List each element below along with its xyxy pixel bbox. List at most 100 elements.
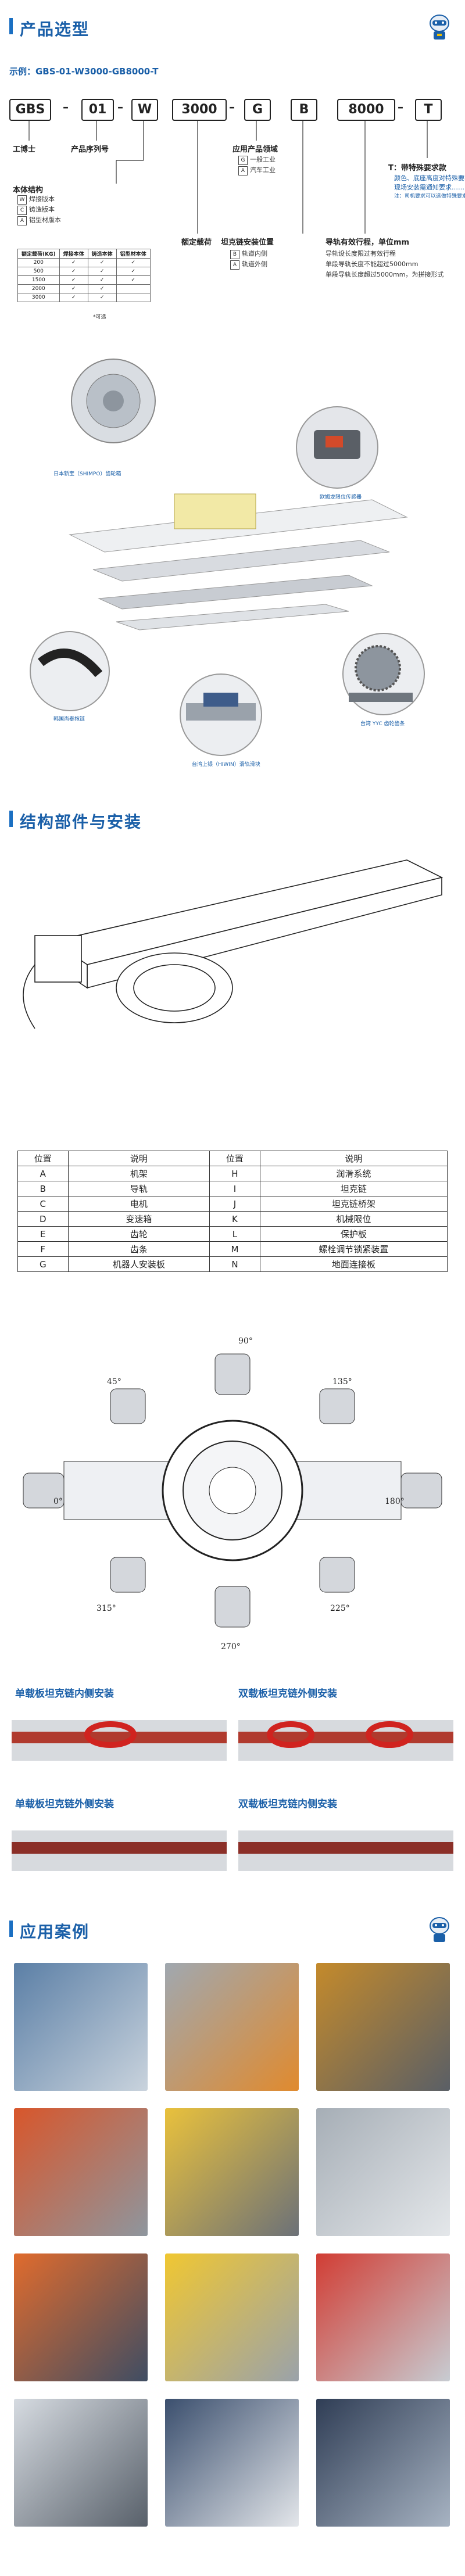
special-note: 颜色、底座高度对特殊要求 <box>394 174 465 182</box>
install-view-image <box>238 1830 453 1871</box>
angle-label: 180° <box>385 1497 405 1506</box>
label-chain-position: 坦克链安装位置 <box>221 238 274 247</box>
travel-note: 导轨设长度限过有效行程 <box>326 250 396 257</box>
dash: – <box>229 100 235 114</box>
case-photo <box>14 2108 148 2236</box>
case-photo <box>165 1963 299 2091</box>
dash: – <box>398 100 403 114</box>
exploded-view-diagram <box>30 359 425 756</box>
parts-header: 说明 <box>67 1151 210 1166</box>
rotation-diagram <box>23 1353 442 1628</box>
table-row: 1500✓✓✓ <box>17 275 151 285</box>
section-title: 产品选型 <box>20 20 90 39</box>
spec-note: *可选 <box>93 314 106 320</box>
angle-label: 135° <box>332 1377 352 1386</box>
code-box: 01 <box>81 99 114 121</box>
install-caption: 双载板坦克链外侧安装 <box>238 1688 337 1700</box>
case-photo <box>316 2108 450 2236</box>
gear-rack-photo <box>342 633 425 715</box>
dash: – <box>117 100 123 114</box>
install-view-image <box>238 1720 453 1761</box>
callout: 台湾上银（HIWIN）滑轨滑块 <box>192 762 260 768</box>
install-view-image <box>12 1830 227 1871</box>
code-box: 8000 <box>337 99 395 121</box>
code-box: B <box>291 99 317 121</box>
code-box: T <box>415 99 442 121</box>
callout: 韩国尚泰拖链 <box>53 716 85 722</box>
label-series: 产品序列号 <box>71 145 109 154</box>
section-title: 结构部件与安装 <box>20 812 142 832</box>
case-photo <box>316 2253 450 2381</box>
parts-header: 位置 <box>209 1151 260 1166</box>
special-note: 注：司机要求可以选做特殊要求 <box>394 194 465 199</box>
table-row: 500✓✓✓ <box>17 267 151 276</box>
label-domain: 应用产品领域 <box>233 145 278 154</box>
spec-table: 额定载荷(KG) 焊接本体 铸造本体 铝型材本体 200✓✓✓ 500✓✓✓ 1… <box>17 249 151 302</box>
sensor-photo <box>296 406 378 489</box>
section-title: 应用案例 <box>20 1922 90 1941</box>
code-box: G <box>244 99 271 121</box>
structure-diagram <box>23 859 443 1029</box>
case-photo <box>14 2253 148 2381</box>
spec-header: 额定载荷(KG) <box>17 249 60 259</box>
callout: 台湾 YYC 齿轮齿条 <box>360 721 405 727</box>
label-brand: 工博士 <box>13 145 36 154</box>
special-note: 现场安装需通知要求…… <box>394 184 464 191</box>
callout: 欧姆龙限位传感器 <box>320 495 362 500</box>
case-photo <box>316 1963 450 2091</box>
spec-header: 铸造本体 <box>87 249 117 259</box>
rail-assembly <box>69 493 408 630</box>
case-photo <box>165 2253 299 2381</box>
case-photo <box>165 2108 299 2236</box>
section-header-selection: 产品选型 <box>0 13 465 40</box>
dash: – <box>63 100 69 114</box>
install-caption: 单载板坦克链外侧安装 <box>15 1798 114 1810</box>
drag-chain-photo <box>30 631 110 711</box>
code-box: 3000 <box>172 99 227 121</box>
robot-mascot-icon <box>430 1917 449 1942</box>
code-box: GBS <box>9 99 51 121</box>
case-photo <box>14 1963 148 2091</box>
label-travel: 导轨有效行程，单位mm <box>326 238 410 247</box>
angle-label: 45° <box>107 1377 121 1386</box>
spec-header: 焊接本体 <box>59 249 88 259</box>
angle-label: 270° <box>221 1642 241 1651</box>
table-row: 3000✓✓ <box>17 293 151 302</box>
section-bar <box>9 18 13 34</box>
table-row: 2000✓✓ <box>17 284 151 293</box>
case-photo <box>165 2399 299 2527</box>
install-caption: 单载板坦克链内侧安装 <box>15 1688 114 1700</box>
case-photo <box>316 2399 450 2527</box>
example-code: 示例：GBS-01-W3000-GB8000-T <box>9 66 159 77</box>
install-caption: 双载板坦克链内侧安装 <box>238 1798 337 1810</box>
angle-label: 315° <box>96 1604 116 1613</box>
label-special: T：带特殊要求款 <box>388 164 446 173</box>
table-row: 200✓✓✓ <box>17 258 151 267</box>
angle-label: 0° <box>53 1497 63 1506</box>
angle-label: 225° <box>330 1604 350 1613</box>
spec-header: 铝型材本体 <box>116 249 151 259</box>
gearbox-photo <box>71 359 156 443</box>
label-rated-load: 额定载荷 <box>181 238 212 247</box>
parts-header: 位置 <box>17 1151 69 1166</box>
angle-label: 90° <box>238 1337 253 1346</box>
case-photo <box>14 2399 148 2527</box>
section-bar <box>9 811 13 827</box>
robot-mascot-icon <box>430 15 449 40</box>
travel-note: 单段导轨长度超过5000mm，为拼接形式 <box>326 271 444 278</box>
travel-note: 单段导轨长度不能超过5000mm <box>326 260 419 268</box>
selection-leader-lines <box>28 121 428 234</box>
callout: 日本新宝（SHIMPO）齿轮箱 <box>53 471 121 477</box>
section-header-cases: 应用案例 <box>0 1915 465 1942</box>
